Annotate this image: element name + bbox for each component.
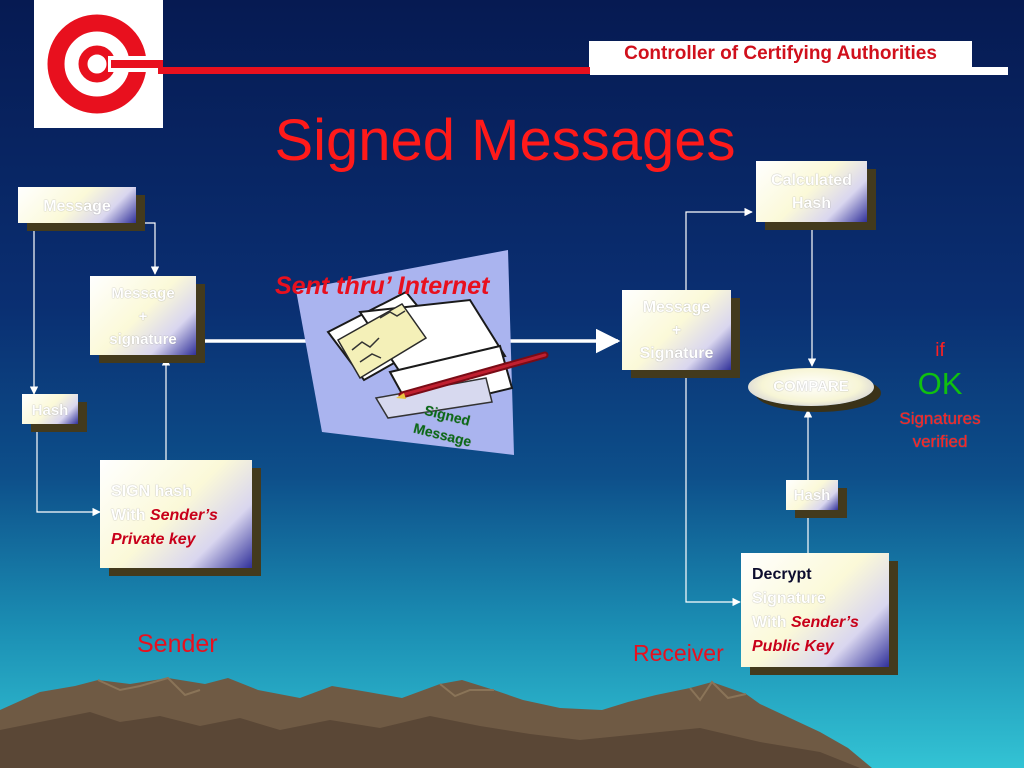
recv-msgsig-line-3: Signature xyxy=(639,345,714,362)
decrypt-line-3-emph: Sender’s xyxy=(790,614,859,631)
slide-title: Signed Messages xyxy=(274,108,736,173)
cca-logo-icon xyxy=(47,14,163,114)
hash-label-receiver: Hash xyxy=(793,487,831,504)
quill-pen-icon xyxy=(396,351,549,399)
msgsig-line-1: Message xyxy=(111,285,175,302)
calc-hash-line-2: Hash xyxy=(791,195,832,212)
hash-box-sender: Hash xyxy=(22,394,78,424)
result-if-text: if xyxy=(935,340,945,361)
connector-recv-to-decrypt xyxy=(685,370,741,607)
cca-logo xyxy=(34,0,163,128)
sent-thru-internet-caption: Sent thru’ Internet xyxy=(275,272,490,300)
compare-label: COMPARE xyxy=(773,378,849,395)
decrypt-line-3-prefix: With xyxy=(752,614,791,631)
header-rule-white xyxy=(590,67,1008,75)
compare-node: COMPARE xyxy=(748,368,874,406)
sign-line-3: Private key xyxy=(111,531,196,548)
sender-caption: Sender xyxy=(137,630,218,658)
sign-line-2-prefix: With xyxy=(111,507,150,524)
decrypt-line-2: Signature xyxy=(752,590,826,607)
mountain-shadow xyxy=(0,712,860,768)
message-signature-box-receiver: Message + Signature xyxy=(622,290,731,370)
decrypt-line-3: With Sender’s xyxy=(752,611,889,635)
msgsig-line-3: signature xyxy=(109,331,177,348)
sign-hash-box: SIGN hash With Sender’s Private key xyxy=(100,460,252,568)
hash-label-sender: Hash xyxy=(31,402,69,419)
hash-box-receiver: Hash xyxy=(786,480,838,510)
recv-msgsig-line-1: Message xyxy=(642,299,711,316)
sign-line-2: With Sender’s xyxy=(111,504,252,528)
message-signature-box-sender: Message + signature xyxy=(90,276,196,355)
decrypt-line-1: Decrypt xyxy=(752,566,812,583)
header-rule-red xyxy=(158,67,598,74)
mountain-ridge-highlight xyxy=(97,676,747,702)
verified-line-1: Signatures xyxy=(899,409,981,428)
recv-msgsig-line-2: + xyxy=(671,322,682,339)
sign-line-1: SIGN hash xyxy=(111,483,192,500)
message-label: Message xyxy=(43,198,111,215)
connector-recv-to-calchash xyxy=(685,207,753,290)
connector-message-to-msgsig xyxy=(136,222,160,275)
calc-hash-line-1: Calculated xyxy=(771,172,852,189)
message-box: Message xyxy=(18,187,136,223)
calculated-hash-box: Calculated Hash xyxy=(756,161,867,222)
org-title: Controller of Certifying Authorities xyxy=(589,41,972,67)
sign-line-2-emph: Sender’s xyxy=(149,507,218,524)
decrypt-signature-box: Decrypt Signature With Sender’s Public K… xyxy=(741,553,889,667)
verified-line-2: verified xyxy=(912,432,968,451)
connector-hash-to-sign xyxy=(36,426,101,517)
result-verified-text: Signatures verified xyxy=(885,407,995,453)
result-ok-text: OK xyxy=(917,366,963,401)
msgsig-line-2: + xyxy=(138,308,148,325)
decrypt-line-4: Public Key xyxy=(752,638,834,655)
receiver-caption: Receiver xyxy=(633,640,724,666)
